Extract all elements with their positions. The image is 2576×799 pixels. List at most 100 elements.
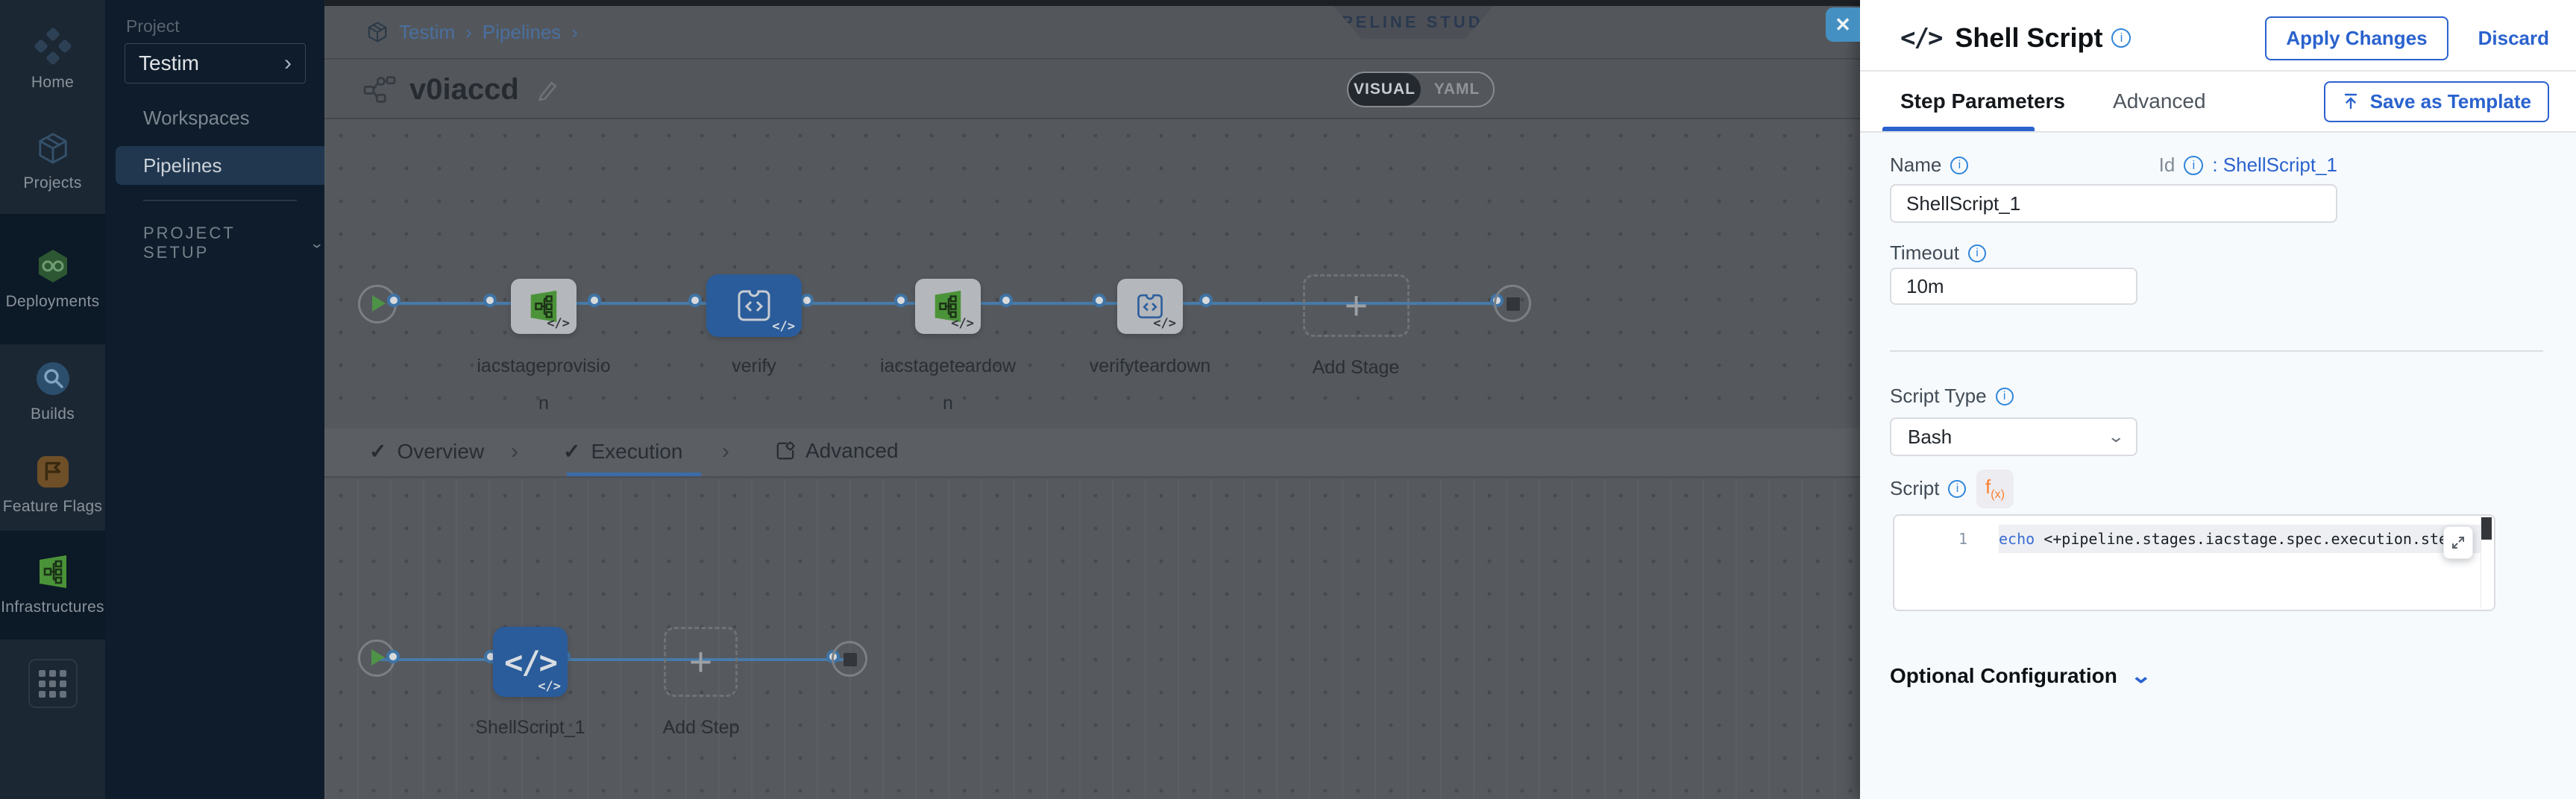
chevron-down-icon: ⌄ [2106, 427, 2125, 446]
close-drawer-button[interactable]: ✕ [1826, 7, 1860, 42]
info-icon[interactable]: i [1948, 479, 1967, 498]
sidebar-item-builds[interactable]: Builds [0, 344, 105, 440]
breadcrumb-project-link[interactable]: Testim [399, 20, 456, 43]
discard-button[interactable]: Discard [2478, 26, 2549, 49]
drawer-body: Name i Id i : ShellScript_1 Timeout i [1860, 133, 2576, 799]
sidebar-item-workspaces[interactable]: Workspaces [105, 98, 324, 137]
project-setup-toggle[interactable]: PROJECT SETUP ⌄ [143, 224, 324, 262]
chevron-right-icon: › [511, 439, 518, 464]
breadcrumb-separator: › [465, 20, 472, 43]
expand-editor-button[interactable] [2443, 526, 2473, 559]
info-icon[interactable]: i [2111, 28, 2132, 48]
toggle-visual[interactable]: VISUAL [1348, 73, 1421, 106]
shell-script-icon: </> [504, 643, 558, 680]
active-tab-underline [1882, 127, 2035, 131]
step-id: Id i : ShellScript_1 [2159, 154, 2337, 177]
project-sidebar: Project Testim › Workspaces Pipelines PR… [105, 0, 324, 799]
button-label: Save as Template [2369, 89, 2531, 113]
page-title: v0iaccd [409, 72, 519, 106]
tab-execution[interactable]: ✓ Execution [563, 439, 682, 464]
project-selector[interactable]: Testim › [125, 43, 306, 83]
breadcrumb[interactable]: Testim › Pipelines › [366, 21, 578, 44]
tab-step-advanced[interactable]: Advanced [2113, 89, 2206, 113]
optional-configuration-toggle[interactable]: Optional Configuration ⌄ [1890, 663, 2152, 688]
tab-label: Advanced [805, 439, 899, 462]
sidebar-item-deployments[interactable]: Deployments [0, 214, 105, 344]
add-step-label[interactable]: Add Step [662, 717, 740, 738]
pipeline-title-bar: v0iaccd VISUAL YAML [324, 61, 1860, 119]
plus-icon: + [688, 639, 713, 684]
toggle-yaml[interactable]: YAML [1433, 80, 1480, 98]
node-port [999, 294, 1013, 307]
sidebar-item-pipelines[interactable]: Pipelines [116, 146, 324, 185]
node-port [894, 294, 908, 307]
drawer-title: Shell Script [1955, 22, 2103, 53]
sidebar-item-feature-flags[interactable]: Feature Flags [0, 440, 105, 531]
play-icon [371, 649, 385, 666]
script-code-editor[interactable]: 1 echo <+pipeline.stages.iacstage.spec.e… [1893, 514, 2495, 611]
stage-node-iacstageteardown[interactable]: </> [915, 279, 981, 334]
add-stage-button[interactable]: + [1303, 274, 1410, 337]
divider [1890, 350, 2543, 352]
sidebar-item-label: Infrastructures [1, 599, 104, 616]
node-port [1093, 294, 1106, 307]
selected-value: Bash [1908, 425, 1953, 448]
name-label: Name i [1890, 154, 1969, 177]
sidebar-item-label: Projects [23, 174, 82, 192]
sidebar-item-infrastructures[interactable]: Infrastructures [0, 531, 105, 639]
infrastructures-icon [35, 554, 71, 590]
stage-node-verifyteardown[interactable]: </> [1117, 279, 1183, 334]
code-line: 1 echo <+pipeline.stages.iacstage.spec.e… [1894, 523, 2481, 555]
info-icon[interactable]: i [1995, 387, 2014, 405]
info-icon[interactable]: i [2184, 155, 2204, 175]
save-as-template-button[interactable]: Save as Template [2323, 80, 2549, 122]
chevron-down-icon: ⌄ [2129, 664, 2152, 687]
editor-scrollbar[interactable] [2481, 517, 2492, 608]
tab-label: Overview [397, 439, 485, 463]
tab-overview[interactable]: ✓ Overview [369, 439, 484, 464]
stage-label[interactable]: iacstageprovision [477, 356, 611, 414]
breadcrumb-pipelines-link[interactable]: Pipelines [482, 20, 562, 43]
id-value[interactable]: : ShellScript_1 [2212, 154, 2337, 176]
add-step-button[interactable]: + [664, 627, 738, 697]
stage-label[interactable]: iacstageteardown [879, 356, 1017, 414]
step-label[interactable]: ShellScript_1 [475, 717, 585, 738]
stage-node-verify[interactable]: </> [706, 274, 802, 337]
sidebar-item-home[interactable]: Home [0, 0, 105, 109]
tab-advanced[interactable]: Advanced [776, 439, 899, 463]
tab-label: Execution [591, 439, 683, 463]
visual-yaml-toggle[interactable]: VISUAL YAML [1347, 72, 1495, 107]
scrollbar-thumb[interactable] [2481, 517, 2492, 540]
step-node-shellscript[interactable]: </> </> [493, 627, 568, 697]
stage-canvas[interactable]: </> </> </> [324, 119, 1860, 429]
expand-icon [2452, 537, 2464, 549]
info-icon[interactable]: i [1967, 244, 1986, 262]
apply-changes-button[interactable]: Apply Changes [2265, 16, 2448, 60]
script-label: Script i [1890, 477, 1967, 500]
tab-step-parameters[interactable]: Step Parameters [1900, 89, 2066, 113]
active-tab-underline [567, 473, 701, 476]
stage-label[interactable]: verifyteardown [1089, 356, 1211, 376]
sidebar-item-label: Builds [31, 405, 75, 423]
runtime-input-fx-button[interactable]: f(x) [1976, 470, 2014, 508]
stage-node-iacstageprovision[interactable]: </> [511, 279, 577, 334]
execution-end-node [832, 641, 867, 677]
node-port [386, 650, 400, 663]
script-type-select[interactable]: Bash ⌄ [1890, 417, 2137, 456]
info-icon[interactable]: i [1950, 156, 1969, 174]
name-input[interactable] [1890, 184, 2337, 223]
sidebar-item-projects[interactable]: Projects [0, 109, 105, 214]
node-port [588, 294, 601, 307]
add-stage-label[interactable]: Add Stage [1312, 357, 1400, 378]
edit-pencil-icon[interactable] [537, 78, 561, 101]
step-connector-line [377, 658, 846, 661]
code-text: echo <+pipeline.stages.iacstage.spec.exe… [1999, 525, 2481, 553]
execution-canvas[interactable]: </> </> + ShellScript_1 Add Step [324, 479, 1860, 799]
project-name: Testim [139, 51, 199, 75]
stop-icon [1507, 297, 1520, 311]
timeout-input[interactable] [1891, 269, 2136, 303]
stage-label[interactable]: verify [732, 356, 776, 376]
apps-grid-button[interactable] [28, 659, 78, 708]
code-badge: </> [547, 316, 570, 331]
